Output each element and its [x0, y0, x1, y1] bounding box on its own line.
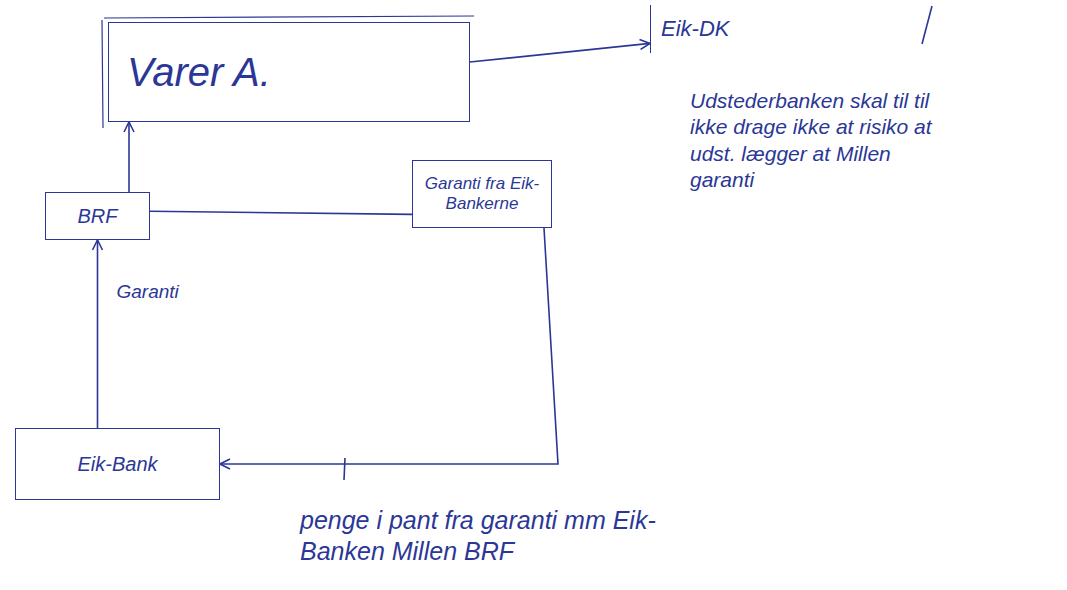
node-text: Garanti fra Eik-Bankerne [421, 174, 543, 215]
process-box: BRF [45, 192, 150, 240]
sketch-stroke [102, 16, 474, 128]
connector-arrow [97, 240, 99, 428]
connector-arrow [128, 122, 130, 192]
process-box: Garanti fra Eik-Bankerne [412, 160, 552, 228]
tick-mark [344, 458, 345, 480]
node-text: Eik-Bank [26, 452, 209, 476]
note-text: Udstederbanken skal til til ikke drage i… [690, 88, 940, 193]
node-text: Eik-DK [661, 16, 750, 42]
connector-arrow [150, 211, 412, 214]
node-text: BRF [54, 204, 141, 228]
process-box: Varer A. [108, 22, 470, 122]
bracket-node: Eik-DK [650, 5, 760, 53]
connector-arrow [470, 43, 650, 62]
connector-arrow [220, 228, 558, 464]
note-text: penge i pant fra garanti mm Eik-Banken M… [300, 505, 700, 568]
edge-label: Garanti [114, 281, 182, 304]
node-text: Varer A. [127, 48, 451, 96]
process-box: Eik-Bank [15, 428, 220, 500]
slash-mark [922, 6, 932, 44]
